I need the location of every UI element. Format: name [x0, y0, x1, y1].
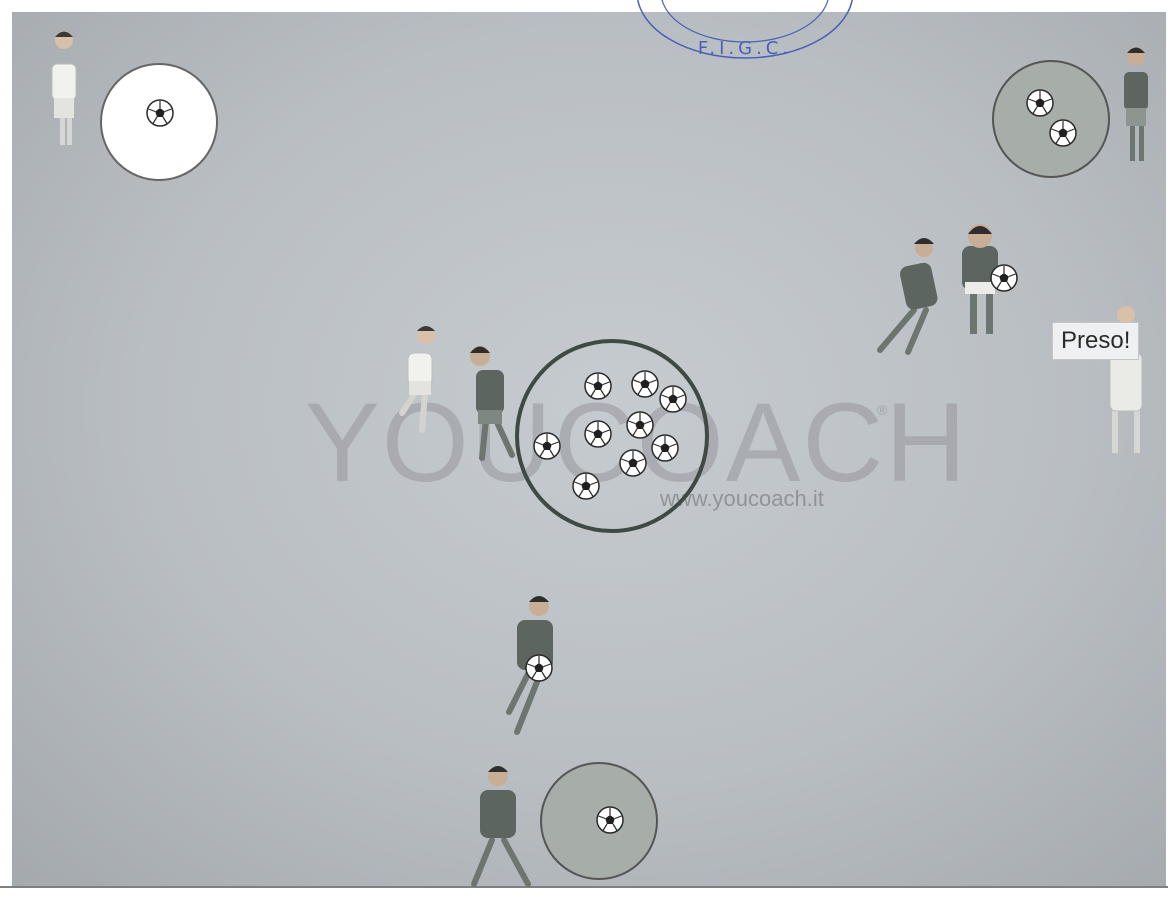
zone-top-right — [993, 61, 1109, 177]
preso-callout: Preso! — [1052, 322, 1139, 360]
soccer-ball-icon — [632, 371, 658, 397]
soccer-ball-icon — [526, 655, 552, 681]
soccer-ball-icon — [573, 473, 599, 499]
soccer-ball-icon — [597, 807, 623, 833]
soccer-ball-icon — [585, 421, 611, 447]
player-light-goalkeeper-top-left — [52, 31, 76, 145]
player-dark-center-runner — [470, 346, 512, 458]
soccer-ball-icon — [620, 450, 646, 476]
player-dark-chasing-right — [880, 238, 939, 352]
soccer-ball-icon — [627, 412, 653, 438]
soccer-ball-icon — [652, 435, 678, 461]
soccer-ball-icon — [1027, 90, 1053, 116]
soccer-ball-icon — [991, 265, 1017, 291]
soccer-ball-icon — [1050, 120, 1076, 146]
player-dark-with-ball-right — [962, 224, 1017, 334]
soccer-ball-icon — [585, 373, 611, 399]
player-dark-goalkeeper-top-right — [1124, 47, 1148, 161]
soccer-ball-icon — [147, 100, 173, 126]
player-dark-waiting-bottom — [474, 766, 528, 884]
player-dark-carrying-ball-bottom — [509, 596, 553, 732]
soccer-ball-icon — [534, 433, 560, 459]
soccer-ball-icon — [660, 386, 686, 412]
player-light-running-center — [402, 326, 435, 430]
